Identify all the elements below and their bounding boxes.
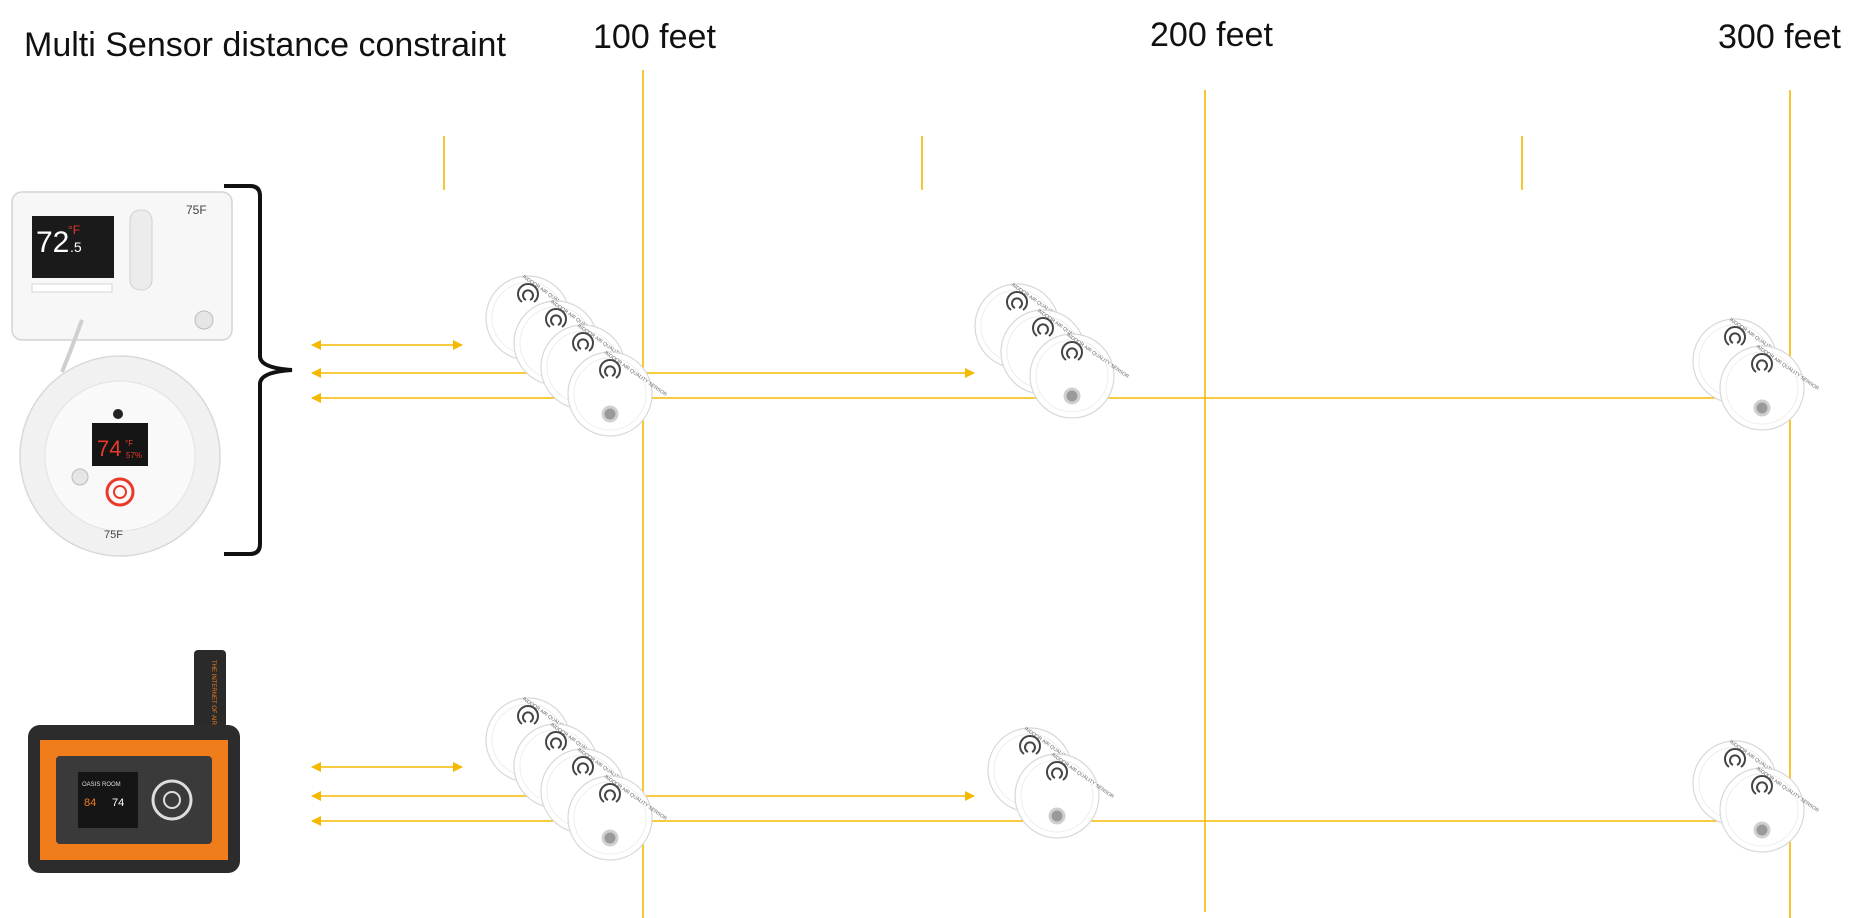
svg-text:.5: .5: [70, 239, 82, 255]
distance-label-200: 200 feet: [1150, 16, 1273, 54]
cable-icon: [60, 319, 84, 373]
svg-text:57%: 57%: [126, 451, 142, 460]
air-quality-sensor-icon: [1028, 330, 1132, 420]
svg-text:THE INTERNET OF AIR: THE INTERNET OF AIR: [210, 660, 216, 726]
distance-label-100: 100 feet: [593, 18, 716, 56]
air-quality-sensor-icon: [566, 348, 670, 438]
air-quality-sensor-icon: [566, 772, 670, 862]
sensor-stack-bottom-100: [484, 694, 670, 862]
svg-text:°F: °F: [68, 223, 80, 237]
svg-text:74: 74: [112, 797, 124, 809]
svg-text:74: 74: [97, 436, 121, 461]
svg-text:75F: 75F: [186, 203, 207, 217]
svg-text:75F: 75F: [104, 529, 123, 541]
distance-label-300: 300 feet: [1718, 18, 1841, 56]
svg-text:°F: °F: [125, 439, 133, 448]
air-quality-sensor-icon: [1013, 750, 1117, 840]
svg-text:OASIS ROOM: OASIS ROOM: [82, 782, 121, 788]
bracket-icon: [224, 184, 293, 556]
portable-monitor-icon: THE INTERNET OF AIR OASIS ROOM 84 74: [28, 650, 240, 873]
sensor-stack-bottom-300: [1691, 737, 1822, 854]
wall-controller-icon: 72 °F .5 75F: [11, 191, 233, 341]
sensor-stack-top-100: [484, 272, 670, 438]
air-quality-sensor-icon: [1718, 764, 1822, 854]
ceiling-sensor-icon: 74 °F 57% 75F: [19, 355, 221, 557]
air-quality-sensor-icon: [1718, 342, 1822, 432]
sensor-stack-top-300: [1691, 315, 1822, 432]
diagram-title: Multi Sensor distance constraint: [24, 26, 506, 64]
svg-text:72: 72: [36, 226, 69, 259]
svg-text:84: 84: [84, 797, 96, 809]
